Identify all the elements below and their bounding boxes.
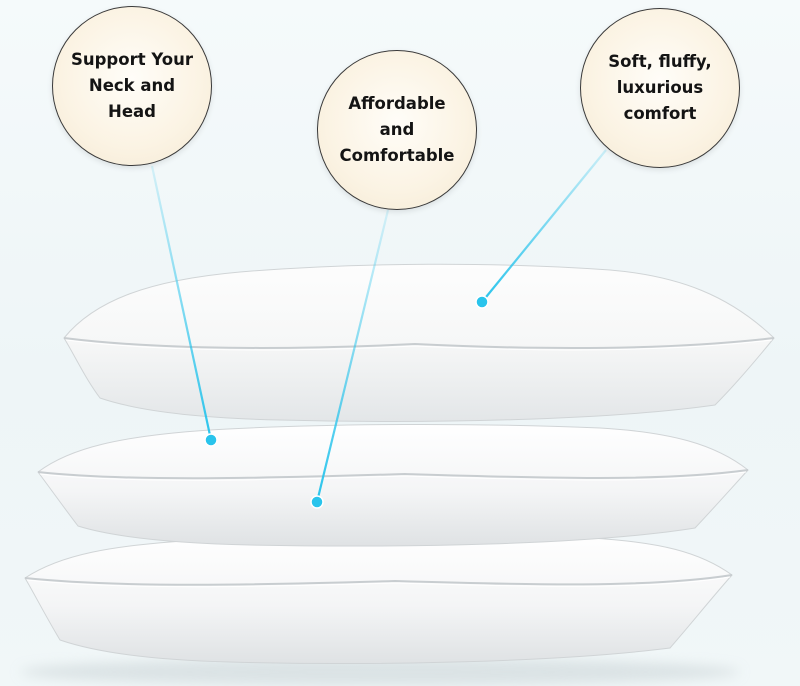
soft-connector-line: [481, 149, 607, 303]
pillow-top: [63, 263, 775, 422]
support-connector-line: [150, 165, 213, 441]
floor-shadow: [20, 658, 740, 686]
callout-bubble-affordable: Affordable and Comfortable: [317, 50, 477, 210]
affordable-connector-line: [315, 209, 390, 503]
support-connector-dot: [204, 433, 218, 447]
affordable-connector-dot: [310, 495, 324, 509]
pillow-bottom: [24, 533, 733, 664]
pillow-middle: [37, 423, 749, 547]
callout-text-affordable: Affordable and Comfortable: [339, 94, 455, 165]
soft-connector-dot: [475, 295, 489, 309]
callout-bubble-support: Support Your Neck and Head: [52, 6, 212, 166]
callout-text-soft: Soft, fluffy, luxurious comfort: [608, 52, 712, 123]
callout-bubble-soft: Soft, fluffy, luxurious comfort: [580, 8, 740, 168]
callout-text-support: Support Your Neck and Head: [70, 50, 193, 121]
